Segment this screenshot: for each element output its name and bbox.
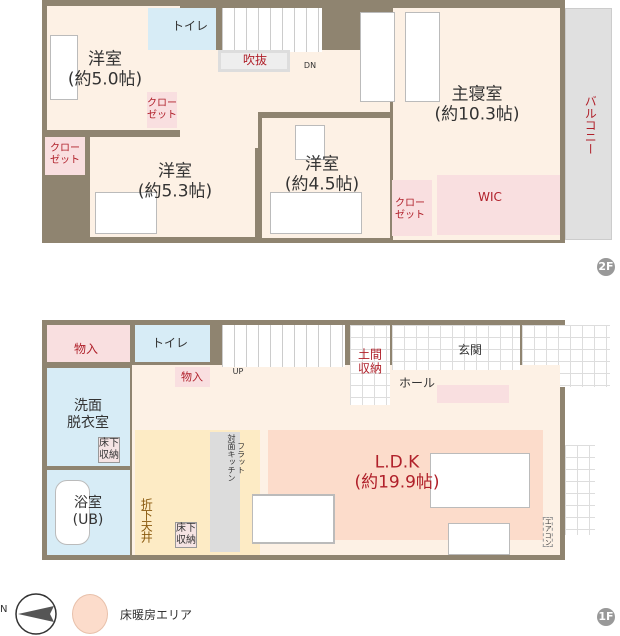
bath [47,470,130,555]
stairs-1f [222,325,345,367]
storage-2 [175,367,210,387]
kitchen-counter [210,432,240,552]
underfloor-storage-label: 床下 収納 [98,437,120,463]
lowered-ceiling-label: 折下天井 [139,498,154,542]
wic [437,175,560,235]
room-size: (約4.5帖) [284,175,360,195]
room-name: 洋室 [88,49,122,70]
closet-1 [147,92,177,128]
dining-table [252,494,335,544]
balcony-label: バルコニー [583,95,598,155]
storage-1 [47,325,130,362]
floor-badge-2f: 2F [597,258,615,276]
desk [295,125,325,160]
room-size: (約5.3帖) [137,182,213,202]
bed [95,192,157,234]
bed [360,12,395,102]
low-table [448,523,510,555]
room-name: 主寝室 [451,84,503,105]
entrance [392,325,520,370]
kitchen-label: フラット 対面キッチン [227,434,246,482]
room-name: 洋室 [305,154,339,175]
floor-heating-area [268,430,543,540]
closet-label: クロー ゼット [147,98,177,121]
lowered-ceiling [135,430,260,555]
step [437,385,509,403]
closet-label: クロー ゼット [395,198,425,221]
bath-label: 浴室 (UB) [72,495,104,528]
bed [270,192,362,234]
bed [50,35,78,100]
void [218,50,290,72]
hall [392,370,520,405]
closet-3 [392,180,432,236]
stairs-label: UP [232,367,244,377]
main-hall-1f [132,365,560,555]
storage-label: 物入 [181,370,203,384]
bed [405,12,440,102]
hall-2f-lower [180,108,258,148]
aircon-label: エアコン [542,517,554,547]
entrance-label: 玄関 [457,342,483,357]
floor-badge-1f: 1F [597,608,615,626]
floor-2f: 洋室(約5.0帖) トイレ 吹抜 DN クロー ゼット クロー ゼット クロー … [0,0,620,280]
toilet-1f [135,325,210,362]
compass-north-label: N [0,604,8,615]
ldk-size: (約19.9帖) [354,473,440,493]
toilet-label: トイレ [151,335,189,350]
bathtub [55,480,90,545]
washroom [47,368,130,466]
ldk-name: L.D.K [374,452,420,473]
hall-label: ホール [398,375,436,390]
heating-swatch [72,594,108,634]
closet-label: クロー ゼット [50,143,80,166]
room-size: (約10.3帖) [434,105,520,125]
heating-legend-label: 床暖房エリア [120,608,193,622]
closet-2 [45,137,85,175]
wall [42,320,565,560]
storage-label: 物入 [73,341,99,356]
dining-table [252,495,334,543]
balcony [565,8,612,240]
washroom-label: 洗面 脱衣室 [67,398,109,431]
earthen-storage-label: 土間 収納 [357,347,383,376]
legend: N 床暖房エリア [0,590,300,636]
compass-icon [15,593,57,635]
stairs-2f [222,8,322,52]
stairs-label: DN [303,61,317,71]
deck [565,445,595,535]
underfloor-storage-label: 床下 収納 [175,522,197,548]
toilet-label: トイレ [171,18,209,33]
entrance-porch [522,325,610,387]
room-name: 洋室 [158,161,192,182]
room-size: (約5.0帖) [67,70,143,90]
earthen-storage [350,325,390,405]
toilet-2f [148,8,216,50]
wic-label: WIC [478,189,502,204]
sofa [430,453,530,508]
void-label: 吹抜 [242,52,268,67]
